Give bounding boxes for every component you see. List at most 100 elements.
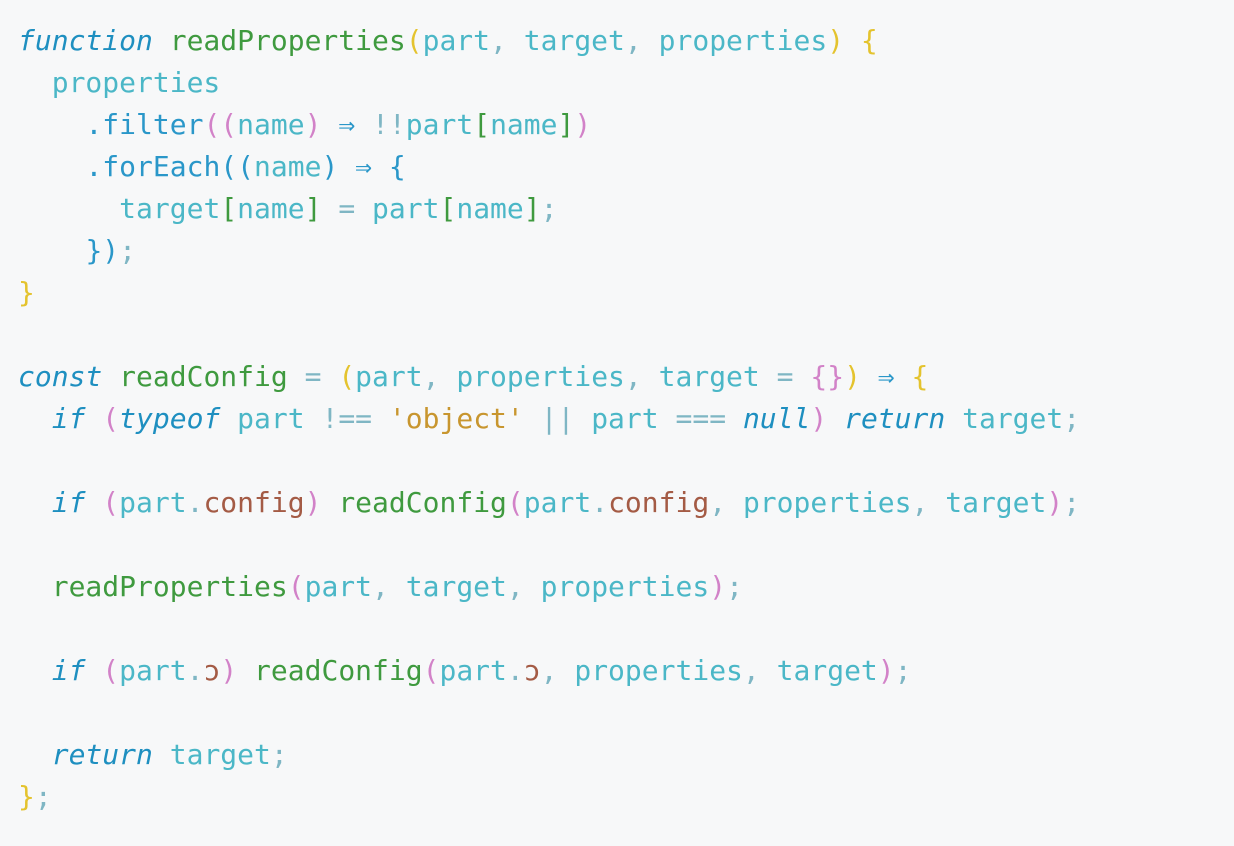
code-token: part	[591, 402, 659, 435]
code-token: !==	[304, 402, 389, 435]
code-token: ,	[540, 654, 575, 687]
code-line: target[name] = part[name];	[18, 188, 1234, 230]
code-token: ⇒	[338, 150, 389, 183]
code-token: properties	[51, 66, 221, 99]
code-token: ,	[709, 486, 743, 519]
code-token: ,	[372, 570, 406, 603]
code-token: target	[945, 486, 1047, 519]
code-token: properties	[742, 486, 912, 519]
code-token: part	[304, 570, 373, 603]
code-token: ;	[1063, 402, 1081, 435]
code-token: )	[220, 654, 238, 687]
code-line	[18, 692, 1234, 734]
code-token: [	[473, 108, 491, 141]
code-token	[18, 108, 85, 141]
code-token	[945, 402, 962, 435]
code-token: ,	[911, 486, 946, 519]
code-token: name	[237, 108, 305, 141]
code-token: readConfig	[338, 486, 507, 519]
code-token	[102, 360, 119, 393]
code-token: }	[18, 780, 35, 813]
code-token: (	[102, 654, 120, 687]
code-line: return target;	[18, 734, 1234, 776]
code-token: ,	[624, 360, 659, 393]
code-token: name	[490, 108, 558, 141]
code-token	[85, 654, 102, 687]
code-line	[18, 314, 1234, 356]
code-token: const	[18, 360, 103, 393]
code-token	[18, 738, 52, 771]
code-token: ;	[894, 654, 912, 687]
code-token: .	[591, 486, 609, 519]
code-token: readProperties	[51, 570, 288, 603]
code-token: ⇒	[860, 360, 912, 393]
code-token: properties	[540, 570, 710, 603]
code-token: if	[51, 654, 86, 687]
code-token: part	[119, 654, 187, 687]
code-line: const readConfig = (part, properties, ta…	[18, 356, 1234, 398]
code-token: target	[523, 24, 625, 57]
code-token: ɔ	[523, 654, 541, 687]
code-token: )	[304, 108, 322, 141]
code-token: ⇒	[321, 108, 373, 141]
code-token: (	[102, 402, 120, 435]
code-token: ,	[624, 24, 659, 57]
code-token	[220, 402, 237, 435]
code-token: ]	[523, 192, 541, 225]
code-token: config	[203, 486, 305, 519]
code-line	[18, 524, 1234, 566]
code-token: part	[439, 654, 507, 687]
code-token: part	[372, 192, 440, 225]
code-token: name	[254, 150, 322, 183]
code-token	[153, 738, 170, 771]
code-token: .	[186, 654, 204, 687]
code-token: target	[658, 360, 760, 393]
code-token: )	[877, 654, 895, 687]
code-token: ]	[557, 108, 575, 141]
code-token: ) {	[827, 24, 878, 57]
code-token: config	[608, 486, 710, 519]
code-line: function readProperties(part, target, pr…	[18, 20, 1234, 62]
code-token: typeof	[119, 402, 221, 435]
code-token: )	[844, 360, 861, 393]
code-token: target	[119, 192, 221, 225]
code-token: ,	[506, 570, 541, 603]
code-token	[321, 486, 338, 519]
code-token: target	[405, 570, 507, 603]
code-token: if	[51, 486, 86, 519]
code-token: )	[321, 150, 339, 183]
code-token: part	[237, 402, 305, 435]
code-token: ]	[304, 192, 322, 225]
code-token: if	[51, 402, 86, 435]
code-token: null	[742, 402, 811, 435]
code-token	[85, 486, 102, 519]
code-token: ;	[270, 738, 288, 771]
code-token: )	[1046, 486, 1064, 519]
code-token	[827, 402, 844, 435]
code-token: {	[388, 150, 406, 183]
code-token: )	[304, 486, 322, 519]
code-token: ;	[119, 234, 137, 267]
code-token: part	[355, 360, 423, 393]
code-token: )	[709, 570, 727, 603]
code-token: .	[186, 486, 204, 519]
code-token: =	[287, 360, 339, 393]
code-token: !!	[372, 108, 406, 141]
code-token: part	[523, 486, 592, 519]
code-token	[18, 654, 52, 687]
code-token	[153, 24, 170, 57]
code-token	[18, 234, 85, 267]
code-token: ||	[523, 402, 592, 435]
code-token	[18, 66, 52, 99]
code-token: ,	[490, 24, 524, 57]
code-line: });	[18, 230, 1234, 272]
code-token: target	[169, 738, 271, 771]
code-token: ;	[726, 570, 743, 603]
code-token: =	[321, 192, 373, 225]
code-token: readConfig	[119, 360, 288, 393]
code-token: (	[102, 486, 120, 519]
code-token: [	[439, 192, 457, 225]
code-token: properties	[574, 654, 743, 687]
code-token: part	[422, 24, 491, 57]
code-token: (	[405, 24, 423, 57]
